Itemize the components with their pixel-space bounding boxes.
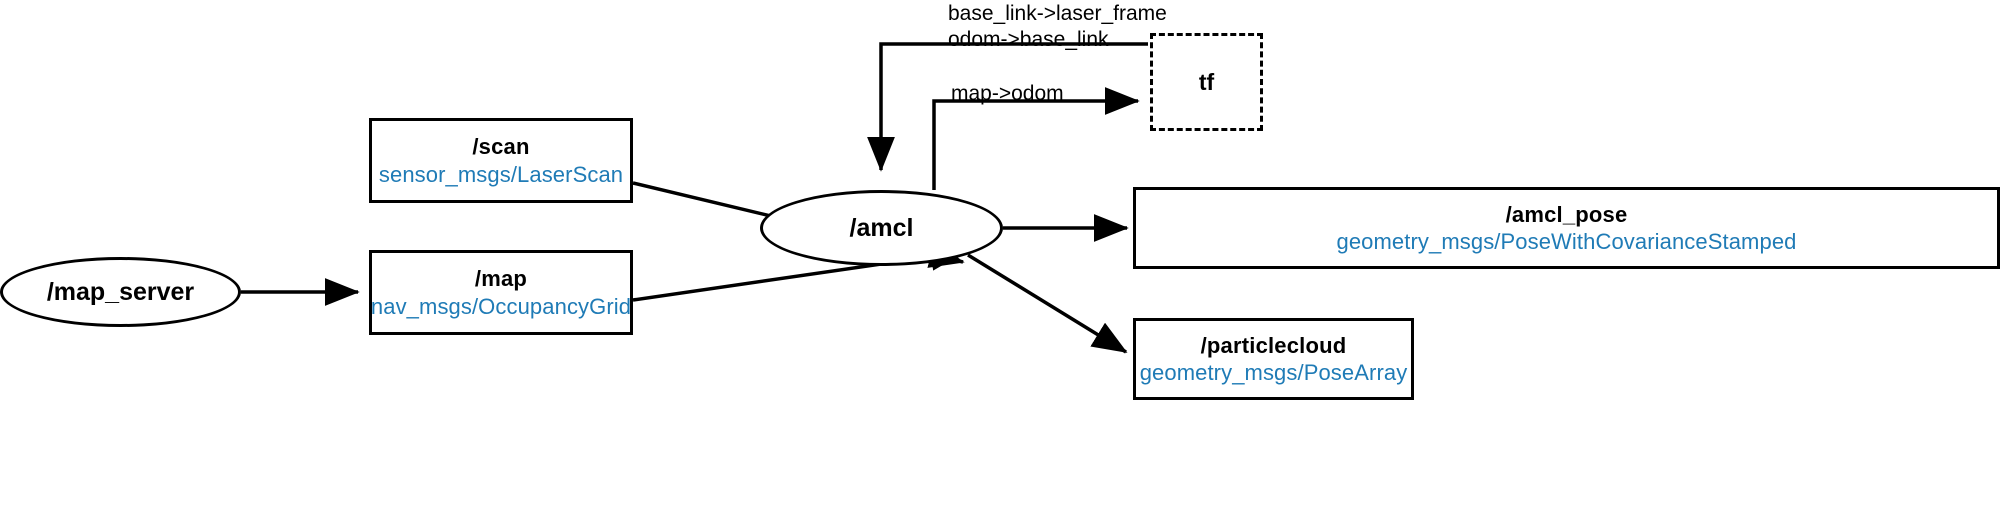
edge-label-tf-to-amcl-line2: odom->base_link: [948, 28, 1109, 51]
topic-map-type: nav_msgs/OccupancyGrid: [370, 293, 632, 319]
node-map-server[interactable]: /map_server: [0, 257, 241, 327]
topic-amcl-pose-type: geometry_msgs/PoseWithCovarianceStamped: [1336, 229, 1797, 254]
topic-amcl-pose-name: /amcl_pose: [1505, 201, 1628, 227]
topic-box-amcl-pose[interactable]: /amcl_pose geometry_msgs/PoseWithCovaria…: [1133, 187, 2000, 269]
edge-amcl-to-particlecloud: [967, 253, 1128, 354]
topic-scan-type: sensor_msgs/LaserScan: [378, 161, 624, 187]
node-tf-label: tf: [1198, 68, 1215, 95]
topic-box-scan[interactable]: /scan sensor_msgs/LaserScan: [369, 118, 633, 203]
topic-box-particlecloud[interactable]: /particlecloud geometry_msgs/PoseArray: [1133, 318, 1414, 400]
node-amcl[interactable]: /amcl: [760, 190, 1003, 266]
node-tf[interactable]: tf: [1150, 33, 1263, 131]
topic-scan-name: /scan: [472, 134, 530, 159]
topic-map-name: /map: [474, 266, 528, 291]
edge-label-amcl-to-tf: map->odom: [951, 82, 1064, 105]
node-amcl-label: /amcl: [849, 213, 914, 242]
topic-box-map[interactable]: /map nav_msgs/OccupancyGrid: [369, 250, 633, 335]
node-map-server-label: /map_server: [46, 277, 195, 306]
edge-amcl-to-tf: [932, 87, 1140, 190]
edge-label-tf-to-amcl-line1: base_link->laser_frame: [948, 2, 1167, 25]
topic-particlecloud-name: /particlecloud: [1200, 332, 1347, 358]
topic-particlecloud-type: geometry_msgs/PoseArray: [1139, 360, 1408, 385]
